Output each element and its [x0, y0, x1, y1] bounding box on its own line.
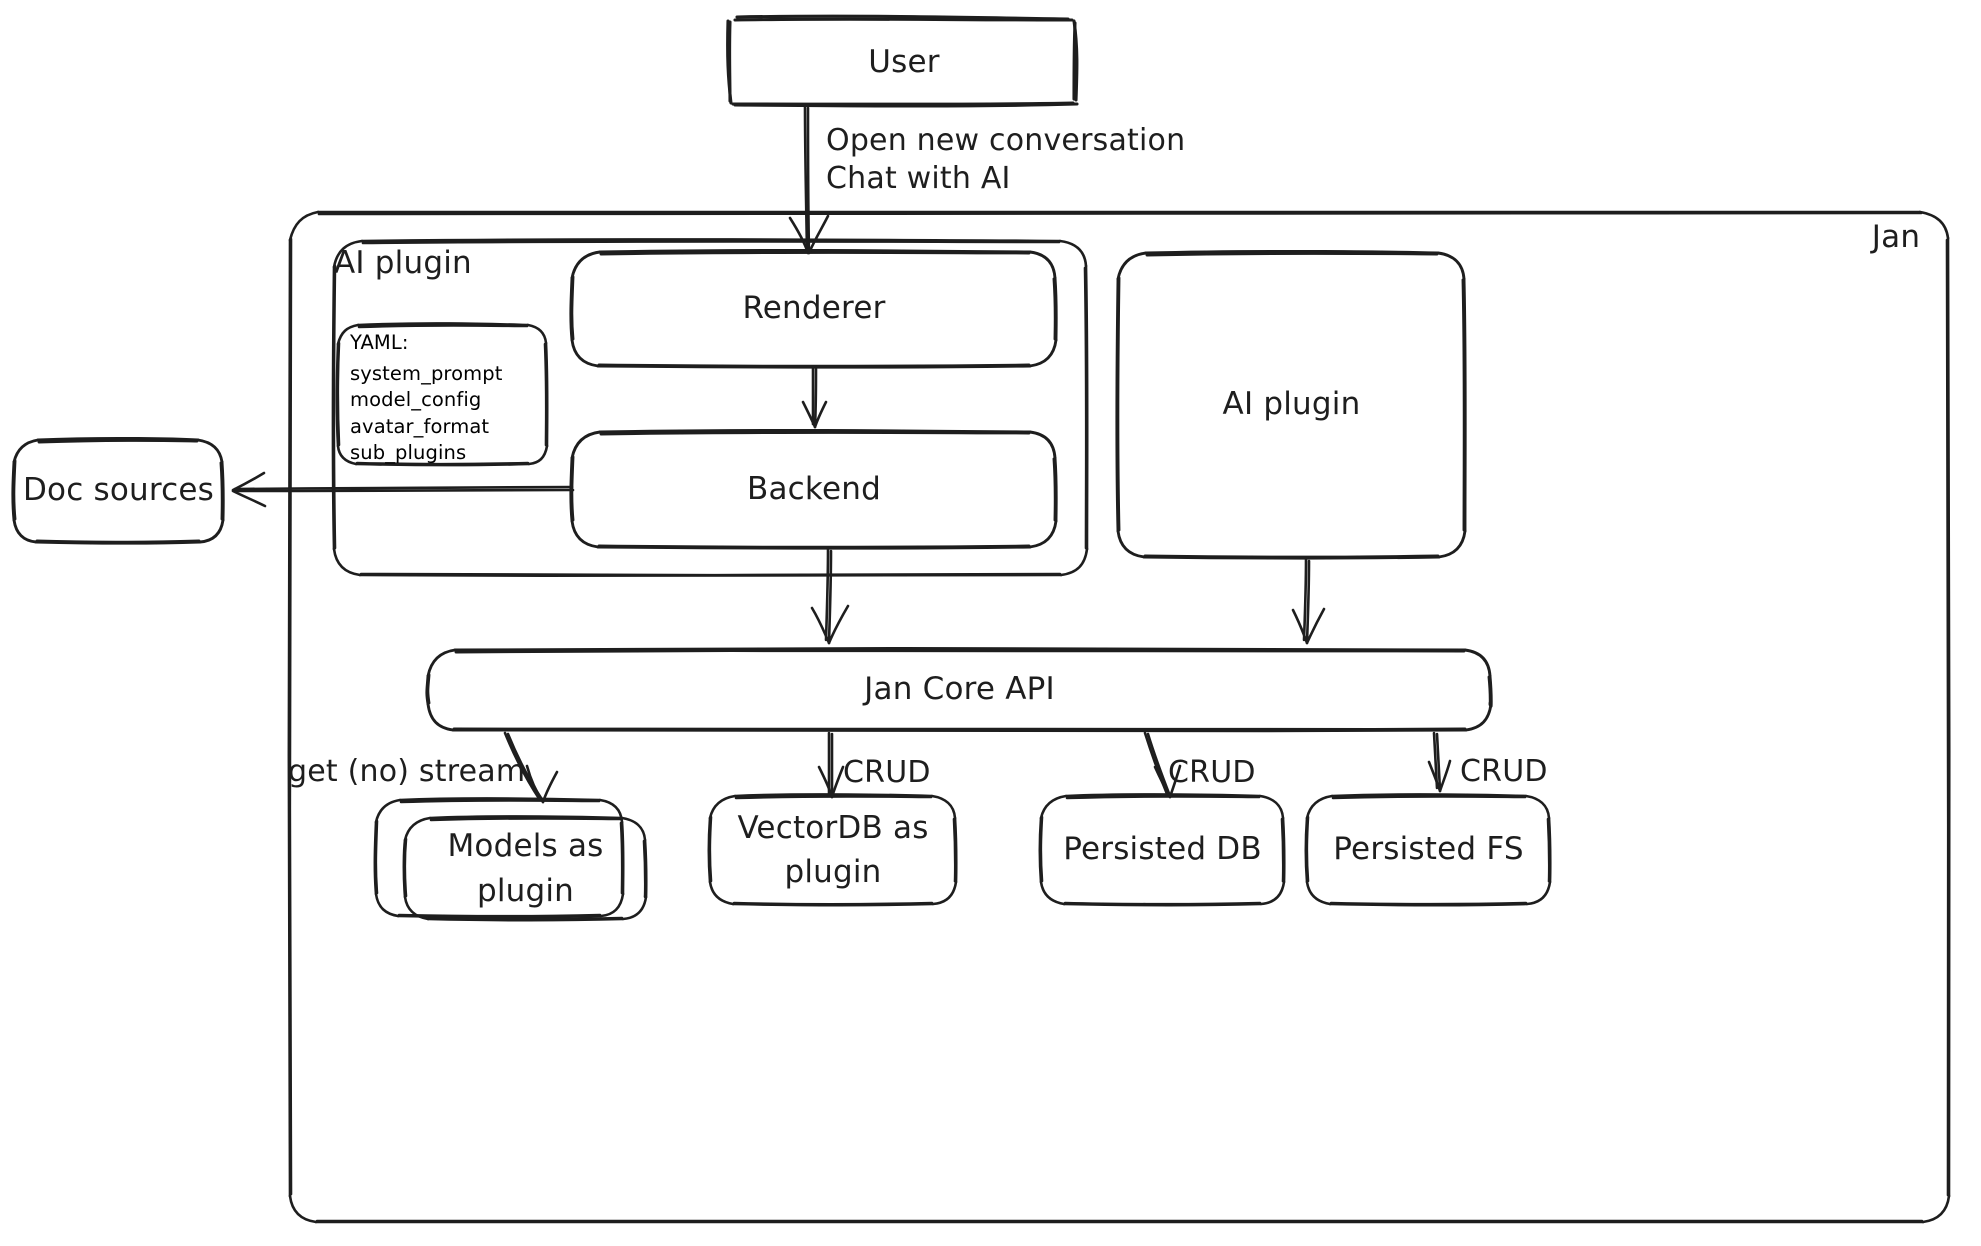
node-jan-core-api-label[interactable]: Jan Core API — [864, 671, 1055, 708]
node-vectordb-as-plugin-label[interactable]: VectorDB as plugin — [737, 809, 929, 890]
edge-api-to-persisted-db-label: CRUD — [1168, 754, 1256, 790]
node-user[interactable] — [728, 17, 1078, 107]
edge-user-to-renderer-label: Open new conversation Chat with AI — [826, 123, 1186, 197]
note-yaml-box[interactable] — [338, 325, 547, 465]
yaml-line-4: sub_plugins — [350, 441, 467, 465]
group-ai-plugin-label: AI plugin — [334, 245, 472, 282]
edge-api-to-vectordb-label: CRUD — [843, 754, 931, 790]
yaml-line-2: model_config — [350, 388, 482, 412]
node-models-as-plugin-label[interactable]: Models as plugin — [447, 828, 604, 909]
yaml-line-1: system_prompt — [350, 361, 503, 385]
yaml-line-3: avatar_format — [350, 414, 490, 438]
edge-api-to-persisted-fs-label: CRUD — [1460, 753, 1548, 789]
node-persisted-fs-label[interactable]: Persisted FS — [1333, 831, 1524, 868]
node-persisted-db-label[interactable]: Persisted DB — [1063, 831, 1262, 868]
node-ai-plugin-box-label[interactable]: AI plugin — [1222, 386, 1361, 423]
container-jan-label: Jan — [1871, 219, 1921, 256]
edge-api-to-models-label: get (no) stream — [288, 753, 526, 789]
node-user-label[interactable]: User — [868, 43, 940, 80]
note-yaml: YAML: system_prompt model_config avatar_… — [350, 330, 540, 467]
node-doc-sources-label[interactable]: Doc sources — [22, 472, 215, 509]
node-backend-label[interactable]: Backend — [747, 470, 881, 507]
yaml-line-0: YAML: — [350, 331, 409, 354]
node-renderer-label[interactable]: Renderer — [742, 290, 886, 327]
